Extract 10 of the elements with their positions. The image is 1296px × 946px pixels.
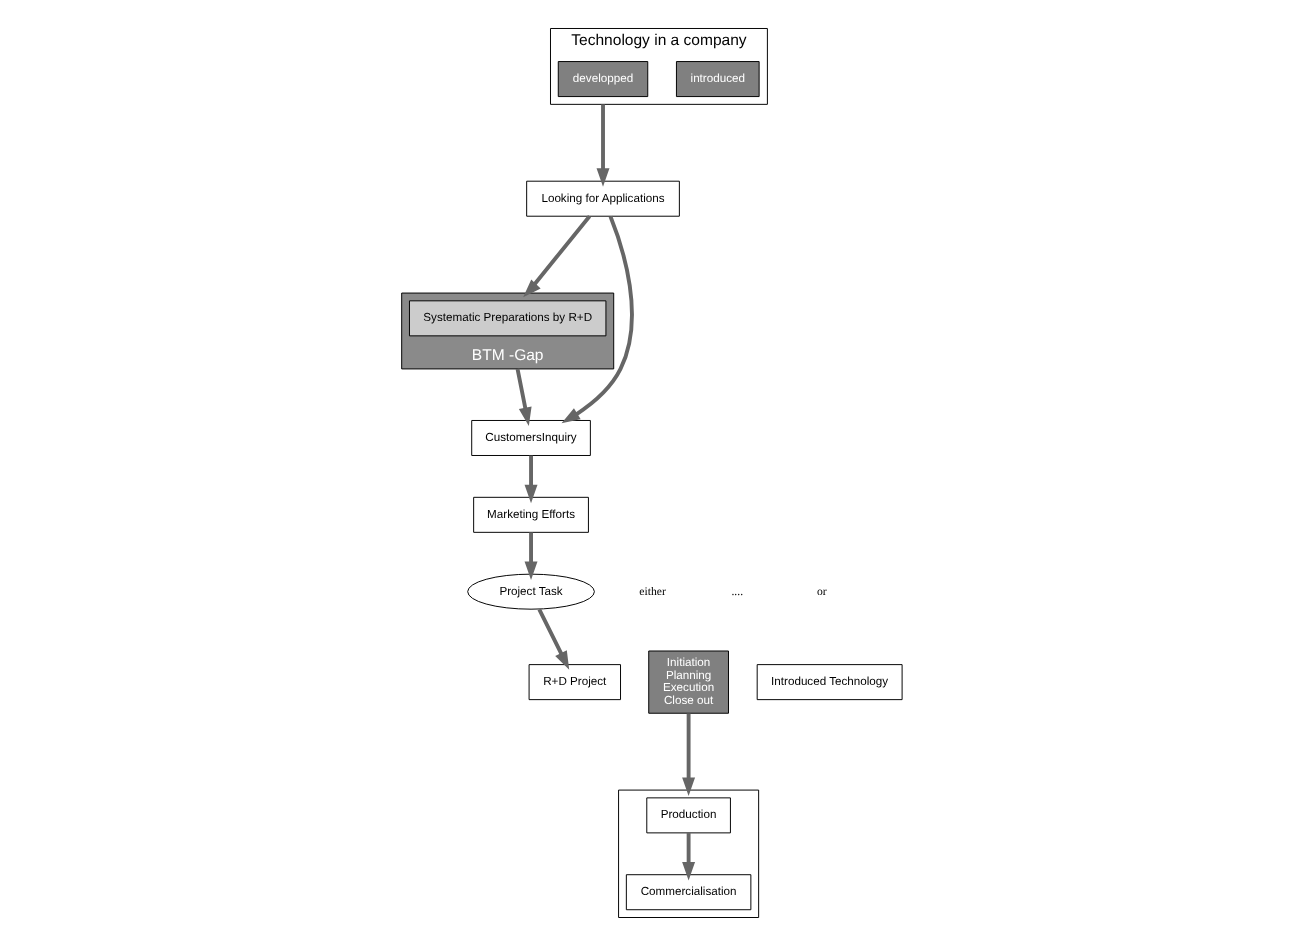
arrow xyxy=(682,832,696,881)
arrow xyxy=(596,104,610,187)
arrow xyxy=(537,608,570,670)
cluster xyxy=(618,789,760,918)
arrow xyxy=(561,215,634,424)
arrow xyxy=(524,455,538,504)
arrow xyxy=(523,215,592,298)
arrow xyxy=(515,368,532,426)
arrow xyxy=(524,532,538,580)
arrow xyxy=(682,713,696,796)
